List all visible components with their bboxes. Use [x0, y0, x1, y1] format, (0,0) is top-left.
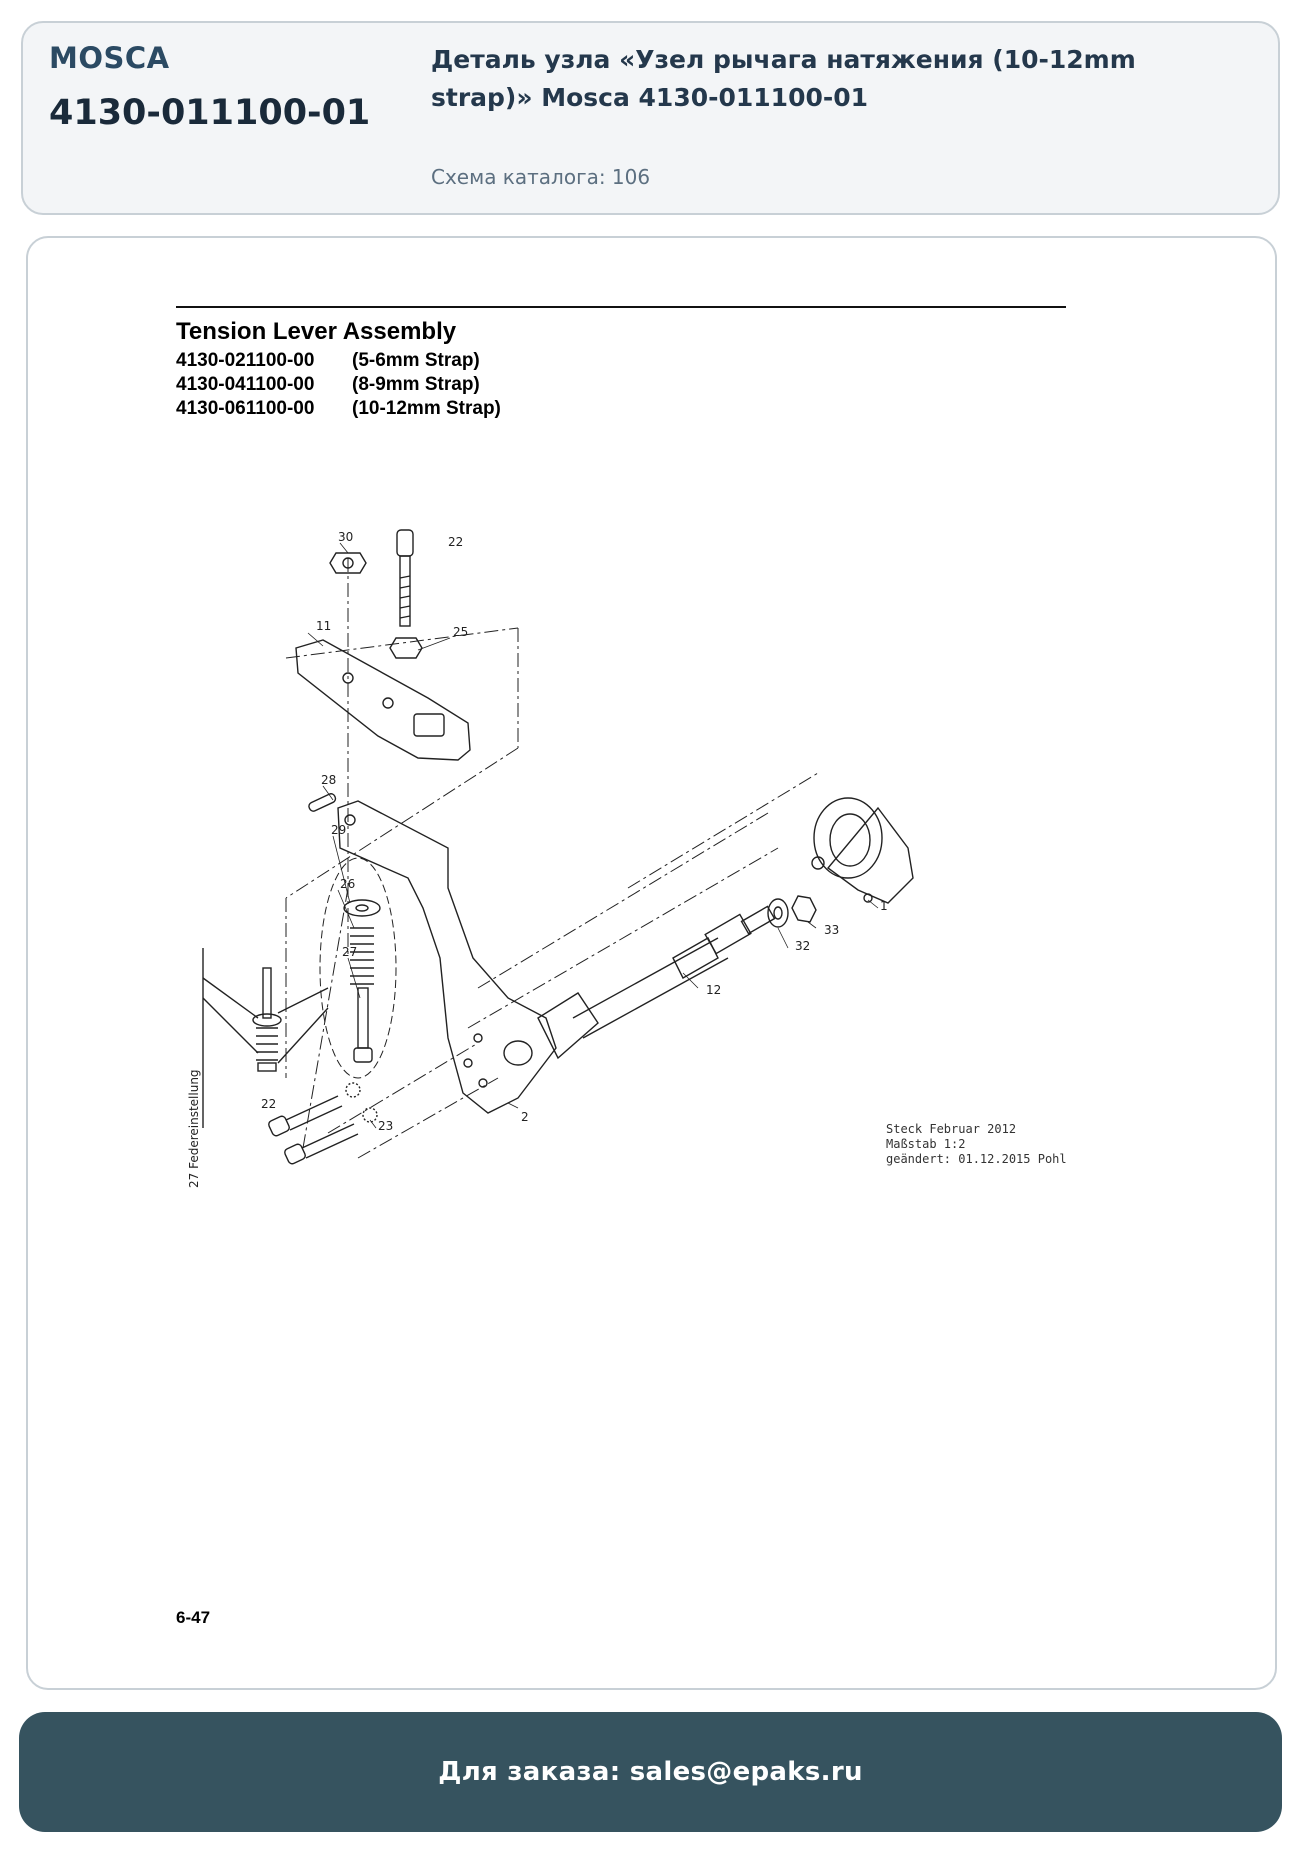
part-1-roller	[811, 797, 914, 904]
variant-line: 4130-021100-00 (5-6mm Strap)	[176, 350, 480, 372]
callout-22: 22	[448, 535, 463, 549]
spring-adjust-detail	[202, 948, 329, 1128]
part-22-bolts-bottom	[268, 1095, 359, 1165]
order-contact[interactable]: Для заказа: sales@epaks.ru	[438, 1757, 863, 1787]
stamp-line: geändert: 01.12.2015 Pohl	[886, 1152, 1067, 1166]
part-12-shaft	[572, 905, 776, 1039]
page-number: 6-47	[176, 1608, 211, 1627]
callout-28: 28	[321, 773, 336, 787]
callout-12: 12	[706, 983, 721, 997]
variant-code: 4130-061100-00	[176, 398, 315, 419]
variant-desc: (5-6mm Strap)	[352, 350, 480, 371]
callout-32: 32	[795, 939, 810, 953]
callout-1: 1	[880, 899, 888, 913]
sheet-rule	[176, 306, 1066, 308]
part-22-bolt	[396, 529, 414, 627]
callout-27: 27	[342, 945, 357, 959]
spring-adjust-note: 27 Federeinstellung	[187, 1069, 201, 1188]
callout-29: 29	[331, 823, 346, 837]
callout-30: 30	[338, 530, 353, 544]
variant-line: 4130-041100-00 (8-9mm Strap)	[176, 374, 480, 396]
stamp-line: Maßstab 1:2	[886, 1137, 966, 1151]
part-11-lever	[295, 639, 471, 761]
stamp-line: Steck Februar 2012	[886, 1122, 1017, 1136]
variant-desc: (10-12mm Strap)	[352, 398, 501, 419]
order-footer: Для заказа: sales@epaks.ru	[19, 1712, 1282, 1832]
part-number: 4130-011100-01	[49, 93, 371, 133]
callout-2: 2	[521, 1110, 529, 1124]
drawing-stamp: Steck Februar 2012 Maßstab 1:2 geändert:…	[886, 1122, 1067, 1167]
drawing-card: Tension Lever Assembly 4130-021100-00 (5-…	[26, 236, 1277, 1690]
callout-11: 11	[316, 619, 331, 633]
catalog-sheet: Tension Lever Assembly 4130-021100-00 (5-…	[28, 238, 1279, 1692]
assembly-heading: Tension Lever Assembly	[176, 318, 457, 345]
catalog-scheme: Схема каталога: 106	[431, 165, 651, 189]
callout-22-bottom: 22	[261, 1097, 276, 1111]
variant-code: 4130-021100-00	[176, 350, 315, 371]
callout-26: 26	[340, 877, 355, 891]
variant-line: 4130-061100-00 (10-12mm Strap)	[176, 398, 501, 420]
header-card: MOSCA 4130-011100-01 Деталь узла «Узел р…	[21, 21, 1280, 215]
brand-name: MOSCA	[49, 41, 170, 75]
callout-33: 33	[824, 923, 839, 937]
variant-desc: (8-9mm Strap)	[352, 374, 480, 395]
part-2-arm	[337, 800, 599, 1114]
callout-23: 23	[378, 1119, 393, 1133]
page-title: Деталь узла «Узел рычага натяжения (10-1…	[431, 45, 1136, 112]
part-30-nut	[329, 552, 367, 574]
variant-code: 4130-041100-00	[176, 374, 315, 395]
callout-25: 25	[453, 625, 468, 639]
exploded-view-drawing: 30 22 25 11 28 29 26 27 22 23 2 12 32 33…	[187, 529, 914, 1188]
